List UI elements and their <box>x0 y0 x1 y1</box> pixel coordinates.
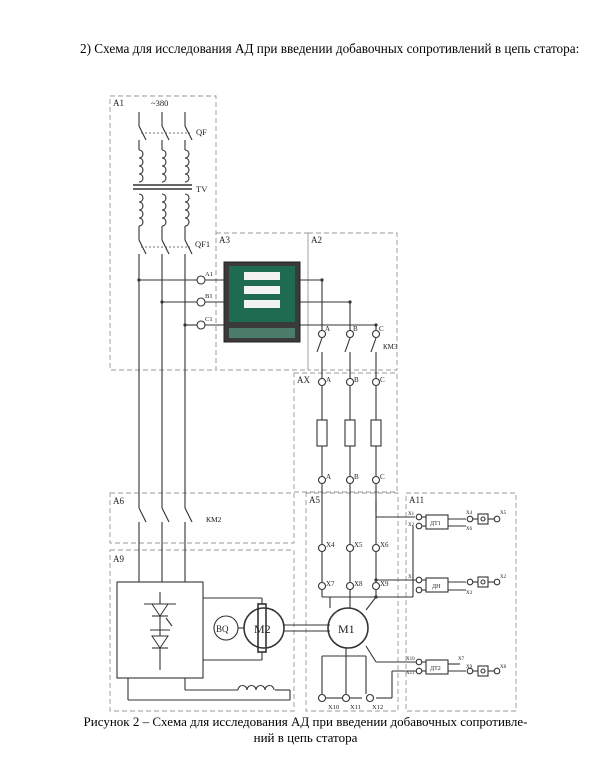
dt2-x7-label: X7 <box>458 657 465 662</box>
block-a3-label: A3 <box>219 235 230 245</box>
sensor-wires <box>375 500 415 597</box>
dt2-x8-label: X8 <box>500 665 507 670</box>
dt2-x11-label: X11 <box>406 671 415 676</box>
terminal-wires <box>205 279 376 326</box>
dn-x2-label: X2 <box>500 575 507 580</box>
main-bus-lines <box>138 254 186 508</box>
block-a11-frame <box>405 492 517 712</box>
tv-label: TV <box>196 184 208 194</box>
resistor-bank <box>316 419 382 447</box>
resistor-wires <box>321 386 377 476</box>
sensor-dn <box>374 576 501 594</box>
terminals-abc1 <box>196 275 206 330</box>
contactor-km2 <box>138 507 193 582</box>
block-a2-label: A2 <box>311 235 322 245</box>
a5-to-motor <box>321 590 413 599</box>
shaft-coupling <box>284 624 330 632</box>
motor-m2 <box>243 603 285 653</box>
bus-a5 <box>321 484 377 582</box>
qf-label: QF <box>196 127 207 137</box>
dn-x1-label: X1 <box>408 575 415 580</box>
figure-caption-line2: ний в цепь статора <box>253 730 358 745</box>
km3-phase-b: B <box>353 325 358 333</box>
ax-top-phase-a: A <box>326 376 331 384</box>
dn-x3-label: X3 <box>466 591 473 596</box>
breaker-qf1 <box>138 239 193 255</box>
dt2-x10-label: X10 <box>406 657 415 662</box>
dt2-label: ДТ2 <box>430 666 441 672</box>
km3-phase-c: C <box>379 325 384 333</box>
x7-label: X7 <box>326 580 335 588</box>
x9-label: X9 <box>380 580 389 588</box>
sensor-dt1 <box>415 513 501 530</box>
field-winding <box>237 684 275 691</box>
thyristor-converter <box>116 581 204 679</box>
block-ax-label: AX <box>297 375 310 385</box>
supply-lines <box>138 112 186 126</box>
ax-top-phase-c: C <box>380 376 385 384</box>
dt1-x2-label: X2 <box>408 523 415 528</box>
figure-caption-line1: Рисунок 2 – Схема для исследования АД пр… <box>83 714 528 729</box>
block-a1-label: A1 <box>113 98 124 108</box>
terminals-abc-km3-top <box>317 329 381 339</box>
block-ax-frame <box>293 372 398 493</box>
qf1-label: QF1 <box>195 239 210 249</box>
terminal-b1-label: B1 <box>205 293 213 300</box>
section-heading: 2) Схема для исследования АД при введени… <box>80 41 580 56</box>
tachogenerator-bq <box>213 615 244 641</box>
terminal-a1-label: A1 <box>205 271 213 278</box>
transformer-tv <box>133 149 192 240</box>
x12-label: X12 <box>372 704 383 711</box>
x5-label: X5 <box>354 541 363 549</box>
bq-label: BQ <box>216 624 229 634</box>
breaker-qf <box>138 125 193 150</box>
dt1-x6-label: X6 <box>466 527 473 532</box>
terminal-taps <box>137 278 197 327</box>
terminals-abc-ax-top <box>317 377 381 387</box>
km2-label: КМ2 <box>206 515 222 524</box>
dt1-x5-label: X5 <box>500 511 507 516</box>
dt1-x1-label: X1 <box>408 512 415 517</box>
m1-label: M1 <box>338 622 355 636</box>
block-a9-label: A9 <box>113 554 124 564</box>
terminal-c1-label: C1 <box>205 316 213 323</box>
supply-label: ~380 <box>151 98 168 108</box>
terminals-x7-x9 <box>317 581 381 591</box>
ax-bottom-phase-a: A <box>326 473 331 481</box>
sensor-dt2 <box>415 658 501 677</box>
x4-label: X4 <box>326 541 335 549</box>
block-a6-label: A6 <box>113 496 124 506</box>
terminals-x10-x12 <box>317 693 375 703</box>
x6-label: X6 <box>380 541 389 549</box>
converter-output-wires <box>127 597 291 701</box>
measuring-instrument <box>223 261 301 343</box>
motor-m1 <box>327 607 369 649</box>
block-a2-frame <box>307 232 398 371</box>
km3-phase-a: A <box>325 325 330 333</box>
contactor-km3 <box>316 337 377 378</box>
km3-label: КМ3 <box>383 343 398 351</box>
figure-caption: Рисунок 2 – Схема для исследования АД пр… <box>0 714 611 746</box>
ax-bottom-phase-c: C <box>380 473 385 481</box>
ax-top-phase-b: B <box>354 376 359 384</box>
bus-a2 <box>320 278 378 330</box>
block-a6-frame <box>109 492 295 544</box>
dt2-x9-label: X9 <box>466 665 473 670</box>
m2-label: M2 <box>254 622 271 636</box>
block-a11-label: A11 <box>409 495 424 505</box>
m1-stator-wires <box>321 596 416 699</box>
x8-label: X8 <box>354 580 363 588</box>
dt1-x4-label: X4 <box>466 511 473 516</box>
terminals-abc-ax-bottom <box>317 475 381 485</box>
block-a5-frame <box>305 492 399 712</box>
x10-label: X10 <box>328 704 339 711</box>
dn-label: ДН <box>432 584 441 590</box>
ax-bottom-phase-b: B <box>354 473 359 481</box>
dt1-label: ДТ1 <box>430 521 441 527</box>
x11-label: X11 <box>350 704 361 711</box>
block-a5-label: A5 <box>309 495 320 505</box>
terminals-x4-x6 <box>317 543 381 553</box>
